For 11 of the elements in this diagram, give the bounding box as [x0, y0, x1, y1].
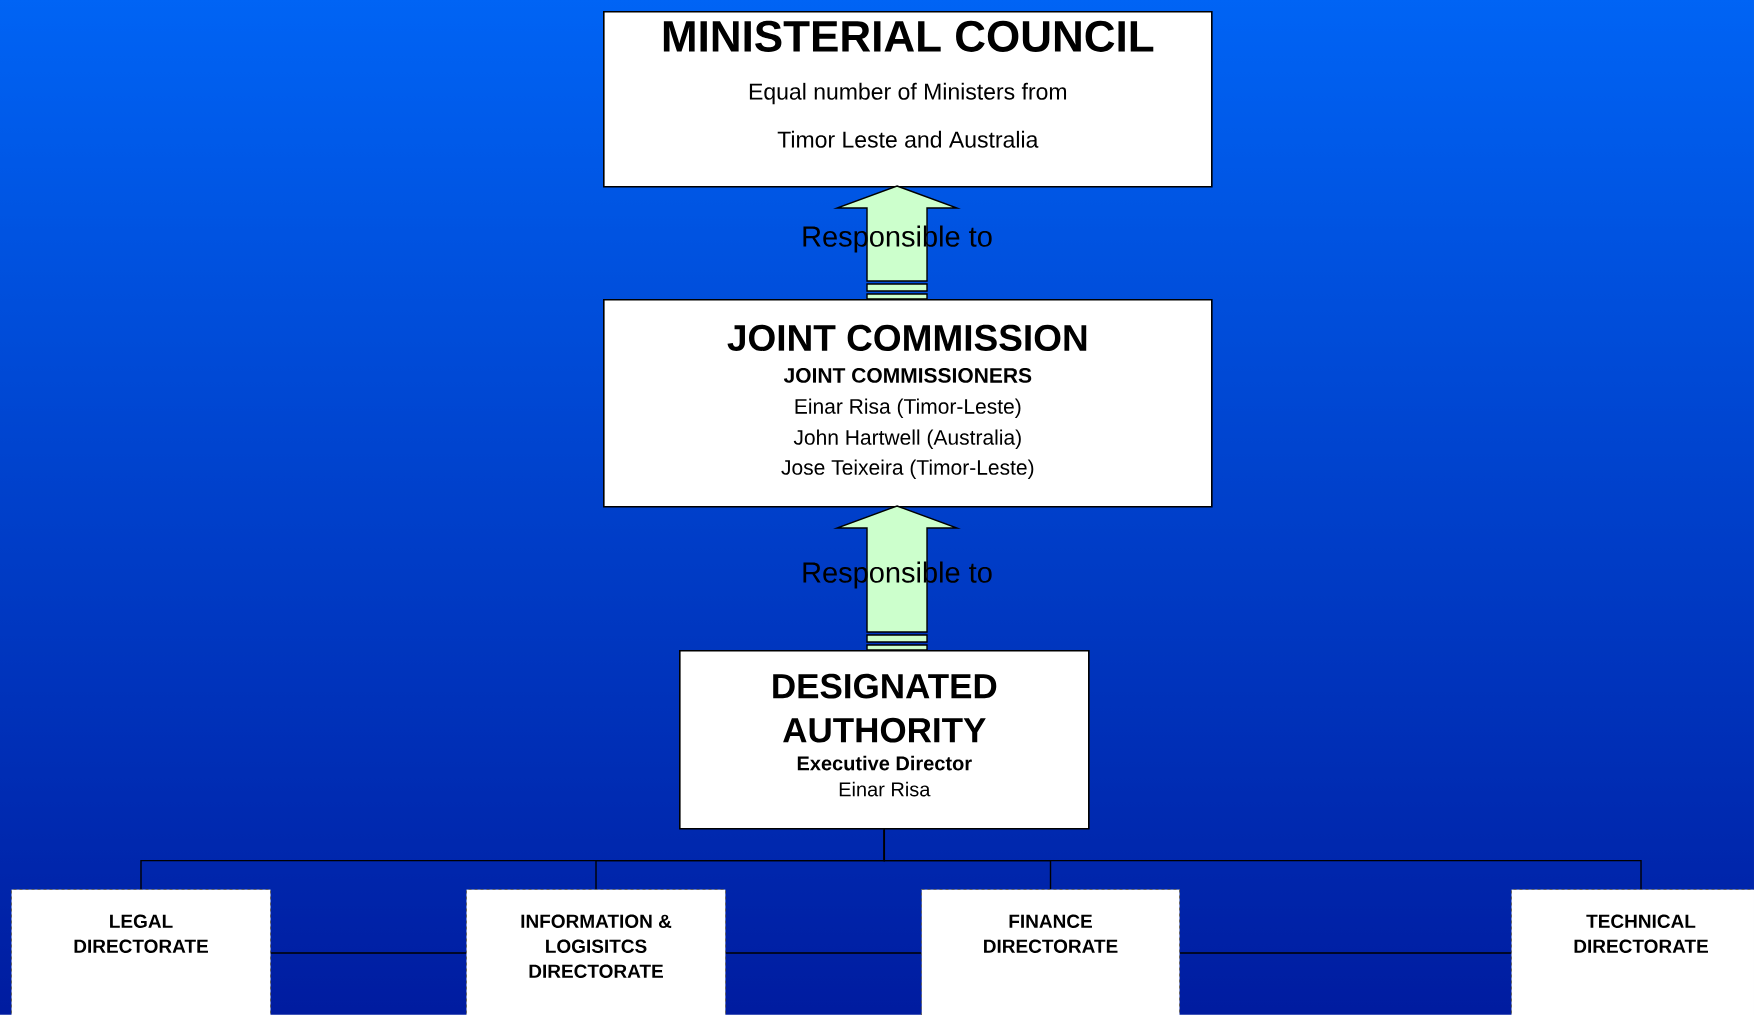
connector-line [1179, 952, 1512, 954]
directorate-box: FINANCE DIRECTORATE [921, 889, 1180, 1015]
commission-box: JOINT COMMISSION JOINT COMMISSIONERS Einar Risa (Timor-Leste) John Hartwell (Australia) Jose Teixeira (Timor-Leste) [603, 299, 1213, 508]
directorate-box: INFORMATION & LOGISITCS DIRECTORATE [466, 889, 726, 1015]
authority-box: DESIGNATED AUTHORITY Executive Director Einar Risa [679, 650, 1090, 830]
connector-line [883, 828, 1642, 890]
directorate-box: LEGAL DIRECTORATE [11, 889, 271, 1015]
council-box: MINISTERIAL COUNCIL Equal number of Ministers from Timor Leste and Australia [603, 11, 1213, 188]
connector-line [270, 952, 467, 954]
connector-line [725, 952, 922, 954]
directorate-box: TECHNICAL DIRECTORATE [1511, 889, 1754, 1015]
